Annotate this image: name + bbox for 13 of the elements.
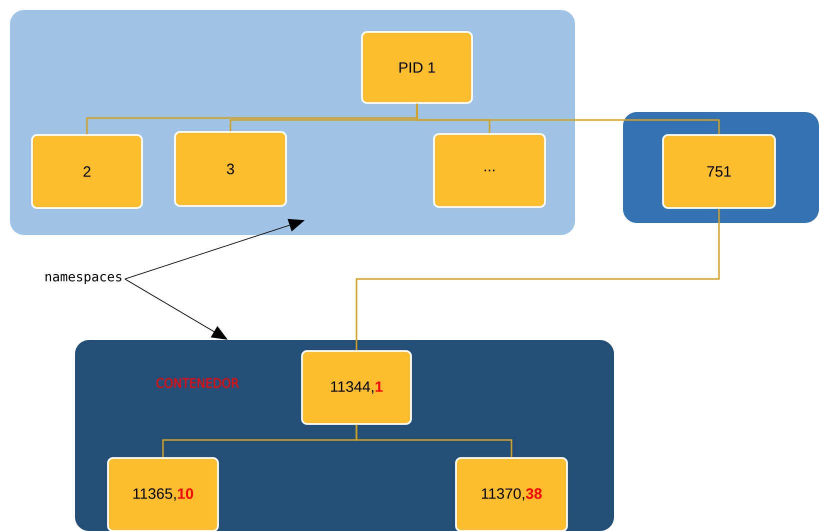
connector-line bbox=[416, 104, 720, 134]
connector-line bbox=[356, 424, 512, 458]
annotation-text: namespaces bbox=[46, 274, 122, 284]
process-box: 2 bbox=[31, 134, 143, 209]
process-box: 11344,1 bbox=[301, 350, 412, 425]
panel-heading: CONTENEDOR bbox=[156, 378, 239, 388]
process-box: 751 bbox=[662, 134, 776, 209]
process-box: PID 1 bbox=[361, 31, 473, 104]
process-box: ... bbox=[433, 133, 546, 208]
process-box: 3 bbox=[174, 131, 287, 207]
process-box: 11365,10 bbox=[107, 457, 219, 531]
connector-line bbox=[356, 208, 720, 350]
process-box: 11370,38 bbox=[455, 457, 568, 531]
